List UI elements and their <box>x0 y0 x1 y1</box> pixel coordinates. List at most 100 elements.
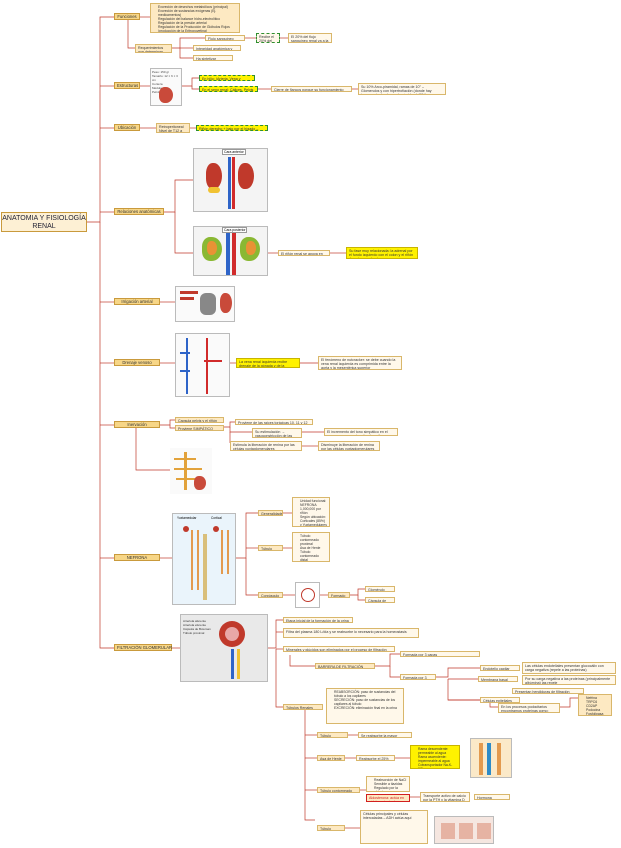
hilio-node: En hilio: (Arteria, Vena y Uréter) Nervi… <box>199 75 255 81</box>
filtracion-plasma: Filtra del plasma 180 L/día y se reabsor… <box>283 628 419 638</box>
tubulos-node: Túbulos Renales <box>283 704 323 710</box>
branch-inervacion[interactable]: Inervación <box>114 421 160 428</box>
distal-hl: Aldosterona: actúa en células principale… <box>366 794 410 802</box>
asa-node: Asa de Henle <box>317 755 345 761</box>
asa-item-0: Rama descendente: permeable al agua <box>418 747 457 755</box>
flujo-detail: Recibe el 20% del gasto cardiaco (1200 m… <box>256 33 280 43</box>
tubulo-detail: Túbulo contorneado proximalAsa de HenleT… <box>292 532 330 562</box>
gen-item-0: Unidad funcional: NEFRONA <box>300 499 327 507</box>
asa-image <box>470 738 512 778</box>
psoas-node: El riñón renal se apoya en los psoas <box>278 250 330 256</box>
colector-image <box>434 816 494 844</box>
distal-item-1: Sensible a tiazidas <box>374 782 407 786</box>
nefrina-item-3: Podocina <box>586 708 609 712</box>
tubblock-item-2: EXCRECIÓN: eliminación final en la orina <box>334 706 401 710</box>
proximal-detail: Se reabsorbe la mayor cantidad <box>358 732 412 738</box>
branch-nefrona[interactable]: NEFRONA <box>114 554 160 561</box>
funcion-item-0: Excreción de desechos metabólicos (princ… <box>158 5 237 9</box>
cara-anterior-label: Cara anterior <box>222 149 246 155</box>
inerv-disminuye: Disminuye la liberación de renina por la… <box>318 441 380 451</box>
nefrina-item-4: Fosfolipasa <box>586 712 609 715</box>
branch-filtracion[interactable]: FILTRACIÓN GLOMERULAR <box>114 644 172 651</box>
asa-item-2: Cotransportador Na-K-2Cl <box>418 763 457 768</box>
glomerulo-node: Glomérulo capilar <box>365 586 395 592</box>
integridad-node: Integridad anatómica y funcional <box>193 45 241 51</box>
cortical-label: Cortical <box>211 516 222 520</box>
nefrona-tubulo: Túbulo <box>258 545 283 551</box>
funcion-item-2: Regulación del balance hidro-electrolíti… <box>158 17 237 21</box>
colector-detail: Células principales y células intercalad… <box>360 810 428 844</box>
nefrona-image: Yuxtamedular Cortical <box>172 513 236 605</box>
inervacion-image <box>170 448 212 494</box>
distal-detail: Transporte activo de calcio por la PTH y… <box>420 792 470 802</box>
flujo-extra: El 20% del flujo sanguíneo renal va a la… <box>288 33 332 43</box>
inerv-capsula: Capsula pelvis y el riñón (plexos) <box>175 417 224 423</box>
branch-funciones[interactable]: Funciones <box>114 13 140 20</box>
cara-posterior-image: Cara posterior <box>193 226 268 276</box>
estr-label-3: Médula <box>152 86 162 90</box>
inerv-simpatico: Proviene SIMPÁTICO <box>175 425 224 431</box>
tubulo-item-0: Túbulo contorneado proximal <box>300 534 327 546</box>
branch-ubicacion[interactable]: Ubicación <box>114 124 140 131</box>
capas-node: Formada por 3 capas <box>400 674 436 680</box>
cara-anterior-image: Cara anterior <box>193 148 268 212</box>
branch-irrigacion[interactable]: Irrigación arterial <box>114 298 160 305</box>
distal-lines: Reabsorción de NaClSensible a tiazidasRe… <box>366 776 410 792</box>
filt-label-1: Arteriola eferente <box>183 623 207 627</box>
gen-detail: Unidad funcional: NEFRONA1,000,000 por r… <box>292 497 330 527</box>
estr-label-4: Pelvis <box>152 90 161 94</box>
estr-label-1: Tamaño: 12 × 6 × 3 cm <box>152 74 178 82</box>
asa-detail: Reabsorbe el 25% de Cl-Na filtrado <box>356 755 395 761</box>
retro-node: Retroperitoneal Nivel de T12 a L3 <box>156 123 190 133</box>
tubblock-item-1: SECRECIÓN: paso de sustancias de los cap… <box>334 698 401 706</box>
membrana-detail: Por su carga negativa a las proteínas (p… <box>522 675 616 685</box>
flujo-label: Flujo sanguíneo elevado <box>205 35 245 41</box>
relaciones-hl: Su fase muy relacionada: la adrenal por … <box>346 247 418 259</box>
podocitos-detail: Presentan hendiduras de filtración <box>512 688 584 694</box>
nefrina-list: NefrinaTRPC6CD2APPodocinaFosfolipasa <box>578 694 612 716</box>
inerv-vasoconstriccion: Su estimulación → vasoconstricción de la… <box>252 428 302 438</box>
distal-item-0: Reabsorción de NaCl <box>374 778 407 782</box>
funcion-item-1: Excreción de sustancias exógenas (Ej. me… <box>158 9 237 17</box>
inerv-renina: Estimula la liberación de renina por las… <box>230 441 302 451</box>
tubulo-item-2: Túbulo contorneado distal <box>300 550 327 561</box>
corpusculo-image <box>295 582 320 608</box>
distal-node: Túbulo contorneado distal <box>317 787 360 793</box>
bowman-node: Cápsula de Bowman <box>365 597 395 603</box>
funcion-item-4: Regulación de la Producción de Glóbulos … <box>158 25 237 32</box>
endotelio-node: Endotelio capilar fenestrado <box>480 665 520 671</box>
endotelio-detail: Las células endoteliales presentan gluco… <box>522 662 616 674</box>
distal-extra: Hormona paratiroidea <box>474 794 510 800</box>
membrana-node: Membrana basal glomerular <box>478 676 518 682</box>
branch-drenaje[interactable]: Drenaje venoso <box>114 359 160 366</box>
requisitos-node: Requerimientos que determinan <box>135 44 172 53</box>
tubulos-block: REABSORCIÓN: paso de sustancias del túbu… <box>326 688 404 724</box>
distal-item-2: Regulado por la aldosterona <box>374 786 407 791</box>
tubulo-item-1: Asa de Henle <box>300 546 327 550</box>
estr-label-2: Corteza <box>152 82 163 86</box>
inerv-raices: Proviene de las raíces torácicas 10, 11 … <box>235 419 313 425</box>
cara-posterior-label: Cara posterior <box>222 227 248 233</box>
branch-relaciones[interactable]: Relaciones anatómicas <box>114 208 164 215</box>
branch-estructuras[interactable]: Estructuras <box>114 82 140 89</box>
asa-item-1: Rama ascendente: impermeable al agua <box>418 755 457 763</box>
nefrina-item-0: Nefrina <box>586 696 609 700</box>
nefrina-item-1: TRPC6 <box>586 700 609 704</box>
barrera-node: BARRERA DE FILTRACIÓN <box>315 663 375 669</box>
pelvis-node: En el seno renal: Cálices, Pelvis <box>199 86 258 92</box>
drenaje-image <box>175 333 230 397</box>
irrigacion-image <box>175 286 235 322</box>
inerv-retencion: El incremento del tono simpático en el c… <box>324 428 398 436</box>
estr-label-0: Peso: 150 gr <box>152 70 170 74</box>
formado-node: Formado por <box>328 592 350 598</box>
colector-node: Túbulo colector <box>317 825 345 831</box>
filt-label-3: Túbulo proximal <box>183 631 205 635</box>
podocitos-node: Células epiteliales (podocitos) <box>480 697 520 703</box>
filtracion-minerales: Minerales y glúcidos son eliminados por … <box>283 646 395 652</box>
funcion-item-3: Regulación de la presión arterial <box>158 21 237 25</box>
nefrona-generalidades: Generalidades <box>258 510 283 516</box>
gen-item-3: Corticales (85%) y Yuxtamedulares (15%) <box>300 519 327 526</box>
